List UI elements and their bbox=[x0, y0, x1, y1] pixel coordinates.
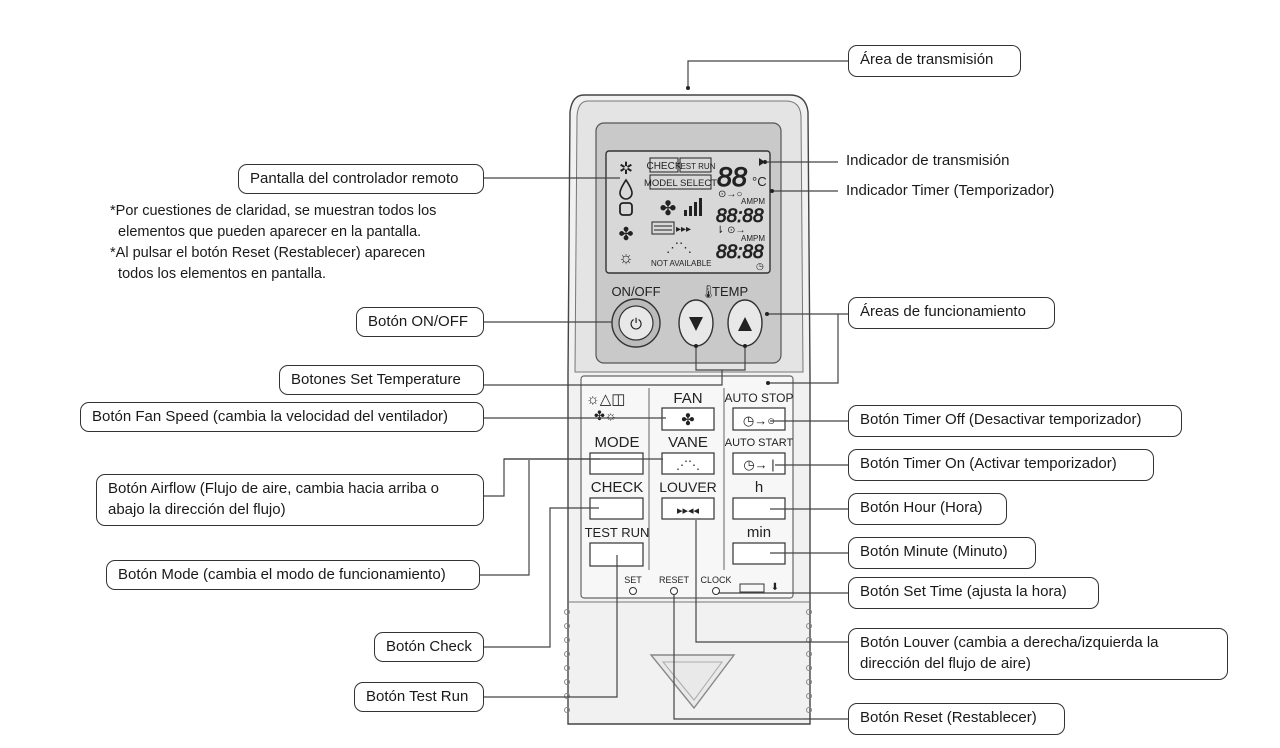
callout-test-run: Botón Test Run bbox=[354, 682, 484, 712]
callout-timer-on: Botón Timer On (Activar temporizador) bbox=[848, 449, 1154, 481]
callout-mode: Botón Mode (cambia el modo de funcionami… bbox=[106, 560, 480, 590]
timer-off-lcd-icon: ⊙→○ bbox=[718, 189, 742, 200]
leader-dots bbox=[686, 86, 774, 385]
callout-pantalla: Pantalla del controlador remoto bbox=[238, 164, 484, 194]
mode-icons-row-2: ✤☼ bbox=[594, 408, 617, 423]
battery-cover bbox=[568, 601, 810, 710]
fan-icon: ✤ bbox=[681, 412, 694, 429]
vane-label: VANE bbox=[668, 434, 708, 451]
lcd-fan-icon: ✤ bbox=[660, 198, 677, 220]
callout-fan-speed: Botón Fan Speed (cambia la velocidad del… bbox=[80, 402, 484, 432]
fan-label: FAN bbox=[673, 390, 702, 407]
clock-button[interactable] bbox=[712, 587, 720, 595]
label-indicador-timer: Indicador Timer (Temporizador) bbox=[846, 182, 1055, 199]
mode-label: MODE bbox=[595, 434, 640, 451]
drop-mode-icon bbox=[619, 178, 633, 200]
power-icon: ⏻ bbox=[630, 316, 642, 333]
label-indicador-transmision: Indicador de transmisión bbox=[846, 152, 1010, 169]
callout-check: Botón Check bbox=[374, 632, 484, 662]
louver-label: LOUVER bbox=[659, 479, 717, 495]
auto-start-label: AUTO START bbox=[725, 437, 794, 449]
side-grip-left bbox=[564, 609, 570, 713]
airflow-button[interactable] bbox=[661, 452, 715, 475]
thermometer-icon: 🌡 bbox=[700, 284, 717, 299]
lcd-time-1: 88:88 bbox=[716, 206, 764, 227]
temp-label: TEMP bbox=[712, 284, 748, 299]
arrow-down-icon bbox=[689, 317, 703, 331]
lcd-celsius: °C bbox=[752, 174, 767, 189]
temp-up-button[interactable] bbox=[727, 299, 763, 347]
auto-stop-label: AUTO STOP bbox=[725, 391, 794, 405]
clock-lcd-icon: ◷ bbox=[756, 261, 764, 271]
lcd-vane-icon bbox=[651, 221, 675, 235]
heat-mode-icon: ☼ bbox=[618, 248, 634, 267]
reset-button[interactable] bbox=[670, 587, 678, 595]
vane-icon: ⋰⋱ bbox=[676, 458, 700, 472]
set-label: SET bbox=[624, 575, 642, 585]
lcd-check-label: CHECK bbox=[646, 161, 681, 172]
test-run-label: TEST RUN bbox=[585, 525, 650, 540]
min-label: min bbox=[747, 524, 771, 541]
callout-minute: Botón Minute (Minuto) bbox=[848, 537, 1036, 569]
lcd-screen: ✲ ✤ ☼ CHECK TEST RUN MODEL SELECT 88 °C … bbox=[605, 150, 771, 274]
lcd-test-run-label: TEST RUN bbox=[676, 162, 716, 171]
fan-mode-icon: ✤ bbox=[618, 224, 633, 244]
check-label: CHECK bbox=[591, 479, 644, 496]
lcd-ampm-2: AMPM bbox=[741, 234, 765, 243]
fan-speed-button[interactable] bbox=[661, 407, 715, 431]
lcd-temp-digits: 88 bbox=[717, 162, 747, 192]
sun-mode-icon: ✲ bbox=[619, 159, 633, 178]
mode-icons-row-1: ☼△◫ bbox=[586, 391, 625, 408]
transmission-indicator-icon bbox=[759, 158, 765, 166]
arrow-up-icon bbox=[738, 317, 752, 331]
on-off-button[interactable]: ⏻ bbox=[611, 298, 661, 348]
louver-button[interactable] bbox=[661, 497, 715, 520]
note-line-4: todos los elementos en pantalla. bbox=[110, 266, 327, 282]
callout-airflow: Botón Airflow (Flujo de aire, cambia hac… bbox=[96, 474, 484, 526]
arrow-down-small-icon: ⬇ bbox=[771, 582, 779, 593]
temp-down-button[interactable] bbox=[678, 299, 714, 347]
note-line-1: *Por cuestiones de claridad, se muestran… bbox=[110, 203, 437, 219]
callout-timer-off: Botón Timer Off (Desactivar temporizador… bbox=[848, 405, 1182, 437]
mode-button[interactable] bbox=[589, 452, 644, 475]
louver-icon: ▸▸◂◂ bbox=[677, 505, 700, 517]
timer-off-icon: ◷→○ bbox=[743, 413, 775, 428]
side-grip-right bbox=[806, 609, 812, 713]
set-button[interactable] bbox=[629, 587, 637, 595]
note-line-3: *Al pulsar el botón Reset (Restablecer) … bbox=[110, 245, 426, 261]
reset-label: RESET bbox=[659, 575, 690, 585]
lcd-ampm-1: AMPM bbox=[741, 197, 765, 206]
cycle-mode-icon bbox=[619, 202, 633, 216]
callout-area-transmision: Área de transmisión bbox=[848, 45, 1021, 77]
slide-triangle-icon bbox=[649, 654, 736, 710]
callout-louver: Botón Louver (cambia a derecha/izquierda… bbox=[848, 628, 1228, 680]
h-label: h bbox=[755, 479, 763, 496]
top-controls: ON/OFF ⏻ TEMP 🌡 bbox=[611, 284, 763, 348]
callout-on-off: Botón ON/OFF bbox=[356, 307, 484, 337]
note-line-2: elementos que pueden aparecer en la pant… bbox=[110, 224, 422, 240]
leader-lines bbox=[474, 60, 848, 720]
clock-label: CLOCK bbox=[700, 575, 731, 585]
on-off-label: ON/OFF bbox=[611, 284, 660, 299]
timer-on-icon: ◷→ | bbox=[743, 457, 774, 472]
callout-areas-funcionamiento: Áreas de funcionamiento bbox=[848, 297, 1055, 329]
timer-on-button[interactable] bbox=[732, 452, 786, 475]
battery-icon bbox=[739, 583, 765, 593]
timer-off-button[interactable] bbox=[732, 407, 786, 431]
lower-panel: ☼△◫ ✤☼ MODE CHECK TEST RUN FAN ✤ VANE ⋰⋱… bbox=[580, 375, 794, 599]
timer-on-lcd-icon: ⇂ ⊙→ bbox=[716, 225, 746, 236]
callout-reset: Botón Reset (Restablecer) bbox=[848, 703, 1065, 735]
lcd-time-2: 88:88 bbox=[716, 242, 764, 263]
lcd-louver-icon: ▸▸▸ bbox=[676, 224, 691, 235]
callout-hour: Botón Hour (Hora) bbox=[848, 493, 1007, 525]
callout-set-temperature: Botones Set Temperature bbox=[279, 365, 484, 395]
lcd-model-select-label: MODEL SELECT bbox=[644, 178, 717, 189]
lcd-airflow-icon: ⋰⋱ bbox=[666, 240, 692, 255]
lcd-not-available: NOT AVAILABLE bbox=[651, 259, 711, 268]
callout-set-time: Botón Set Time (ajusta la hora) bbox=[848, 577, 1099, 609]
